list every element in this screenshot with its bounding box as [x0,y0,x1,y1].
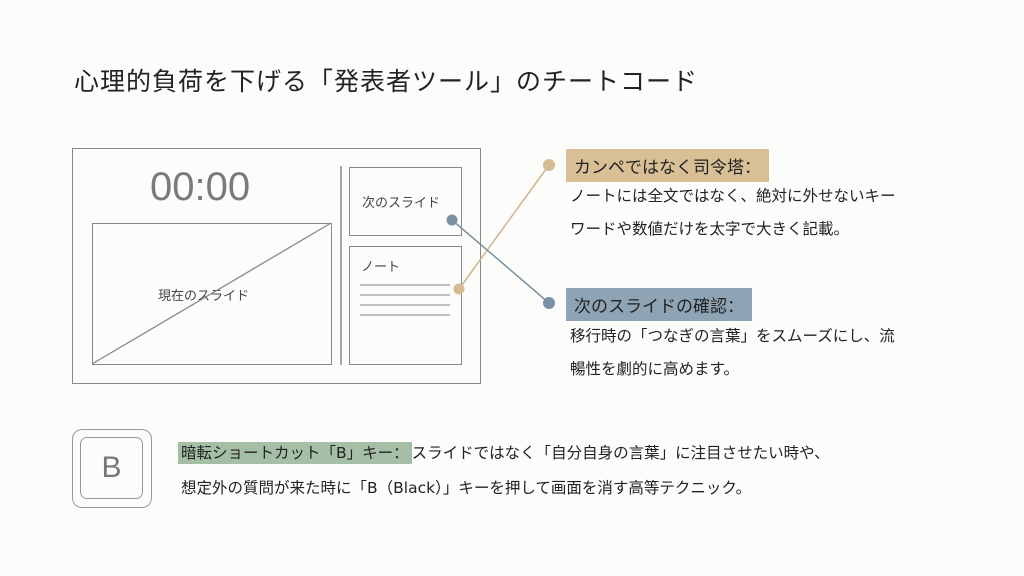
blue-dot [543,297,555,309]
point-heading-next-slide: 次のスライドの確認： [566,288,752,321]
page-title: 心理的負荷を下げる「発表者ツール」のチートコード [74,67,699,96]
shortcut-text: スライドではなく「自分自身の言葉」に注目させたい時や、 [411,444,830,462]
next-slide-connector [451,219,550,304]
key-label: B [80,437,143,499]
current-slide-label: 現在のスライド [158,289,250,304]
text-line: ワードや数値だけを太字で大きく記載。 [570,220,850,238]
notes-label: ノート [361,260,401,275]
tan-dot [543,159,555,171]
next-slide-label: 次のスライド [362,196,441,211]
presenter-view-mockup [72,148,481,384]
point-heading-notes: カンペではなく司令塔： [566,149,769,182]
current-slide-box [92,223,332,365]
note-lines [360,284,450,316]
next-slide-box [349,167,462,236]
text-line: ノートには全文ではなく、絶対に外せないキー [570,187,896,205]
shortcut-heading: 暗転ショートカット「B」キー： [178,442,412,464]
text-line: 移行時の「つなぎの言葉」をスムーズにし、流 [570,327,895,345]
next-slide-dot [446,214,458,226]
shortcut-line-1: 暗転ショートカット「B」キー：スライドではなく「自分自身の言葉」に注目させたい時… [178,439,830,467]
notes-connector [458,164,550,290]
b-key-icon: B [72,429,152,508]
shortcut-line-2: 想定外の質問が来た時に「B（Black）」キーを押して画面を消す高等テクニック。 [181,479,752,497]
point-text-next-slide: 移行時の「つなぎの言葉」をスムーズにし、流 暢性を劇的に高めます。 [570,320,895,386]
current-slide-diagonal [91,222,332,365]
timer: 00:00 [150,165,251,209]
notes-box [349,246,462,365]
text-line: 暢性を劇的に高めます。 [570,360,739,378]
point-text-notes: ノートには全文ではなく、絶対に外せないキー ワードや数値だけを太字で大きく記載。 [570,180,896,246]
notes-dot [453,283,465,295]
